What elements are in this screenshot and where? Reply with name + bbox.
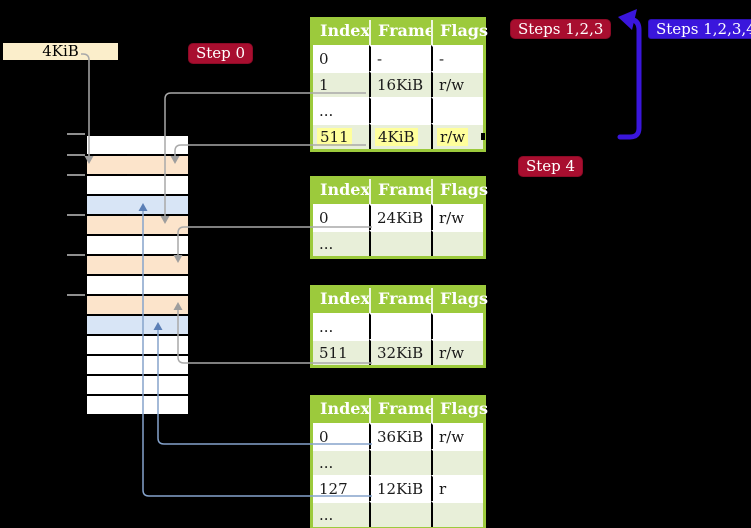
table-cell: 511 [313,123,369,149]
memory-frame-row [87,276,188,296]
table-cell: r/w [431,123,483,149]
frame-tick [67,154,85,156]
table-cell: 24KiB [369,204,431,230]
memory-frame-row [87,336,188,356]
column-header: Index [313,398,370,423]
table-cell: 32KiB [369,339,431,365]
table-cell [369,313,431,339]
table-cell: 0 [313,423,369,449]
memory-frame-row [87,396,188,414]
table-cell: - [431,45,483,71]
memory-frame-row [87,136,188,156]
frame-size-label: 4KiB [2,42,119,61]
table-cell: ... [313,313,369,339]
physical-memory-strip [85,134,190,416]
column-header: Index [313,179,370,204]
column-header: Flags [431,179,488,204]
table-cell: 4KiB [369,123,431,149]
memory-frame-row [87,176,188,196]
steps-1234-badge: Steps 1,2,3,4 [648,19,751,39]
table-cell [431,449,483,475]
frame-tick [67,133,85,135]
memory-frame-row [87,236,188,256]
memory-frame-row [87,216,188,236]
column-header: Flags [431,288,488,313]
frame-tick [67,174,85,176]
memory-frame-row [87,256,188,276]
table-cell: ... [313,449,369,475]
column-header: Frame [369,288,435,313]
column-header: Frame [369,398,435,423]
table-cell: ... [313,230,369,256]
table-cell: 1 [313,71,369,97]
table-cell: 0 [313,45,369,71]
table-cell: r/w [431,423,483,449]
table-cell [369,230,431,256]
table-cell [431,230,483,256]
frame-tick [67,294,85,296]
step-0-badge: Step 0 [188,43,254,64]
table-cell [431,97,483,123]
memory-frame-row [87,156,188,176]
steps-123-badge: Steps 1,2,3 [510,19,612,39]
table-cell: 511 [313,339,369,365]
table-cell [369,97,431,123]
column-header: Index [313,20,370,45]
step-4-badge: Step 4 [518,156,584,177]
repeat-steps-loop-arrow [617,16,642,140]
memory-frame-row [87,196,188,216]
memory-frame-row [87,316,188,336]
table-cell: 16KiB [369,71,431,97]
table-cell: r [431,475,483,501]
table-cell [369,449,431,475]
table-cell: - [369,45,431,71]
table-cell: r/w [431,71,483,97]
memory-frame-row [87,296,188,316]
table-cell [369,501,431,527]
loop-arrowhead-icon [618,9,637,30]
column-header: Index [313,288,370,313]
table-cell: r/w [431,339,483,365]
highlighted-value: 511 [317,128,352,146]
frame-tick [67,254,85,256]
table-cell: ... [313,97,369,123]
highlighted-value: 4KiB [375,128,418,146]
table-cell: 127 [313,475,369,501]
table-cell: 12KiB [369,475,431,501]
column-header: Frame [369,20,435,45]
frame-tick [67,214,85,216]
column-header: Flags [431,20,488,45]
table-cell: 36KiB [369,423,431,449]
column-header: Flags [431,398,488,423]
column-header: Frame [369,179,435,204]
table-cell: 0 [313,204,369,230]
table-cell: r/w [431,204,483,230]
memory-frame-row [87,376,188,396]
table-cell [431,501,483,527]
table-cell: ... [313,501,369,527]
highlighted-value: r/w [437,128,469,146]
memory-frame-row [87,356,188,376]
table-cell [431,313,483,339]
